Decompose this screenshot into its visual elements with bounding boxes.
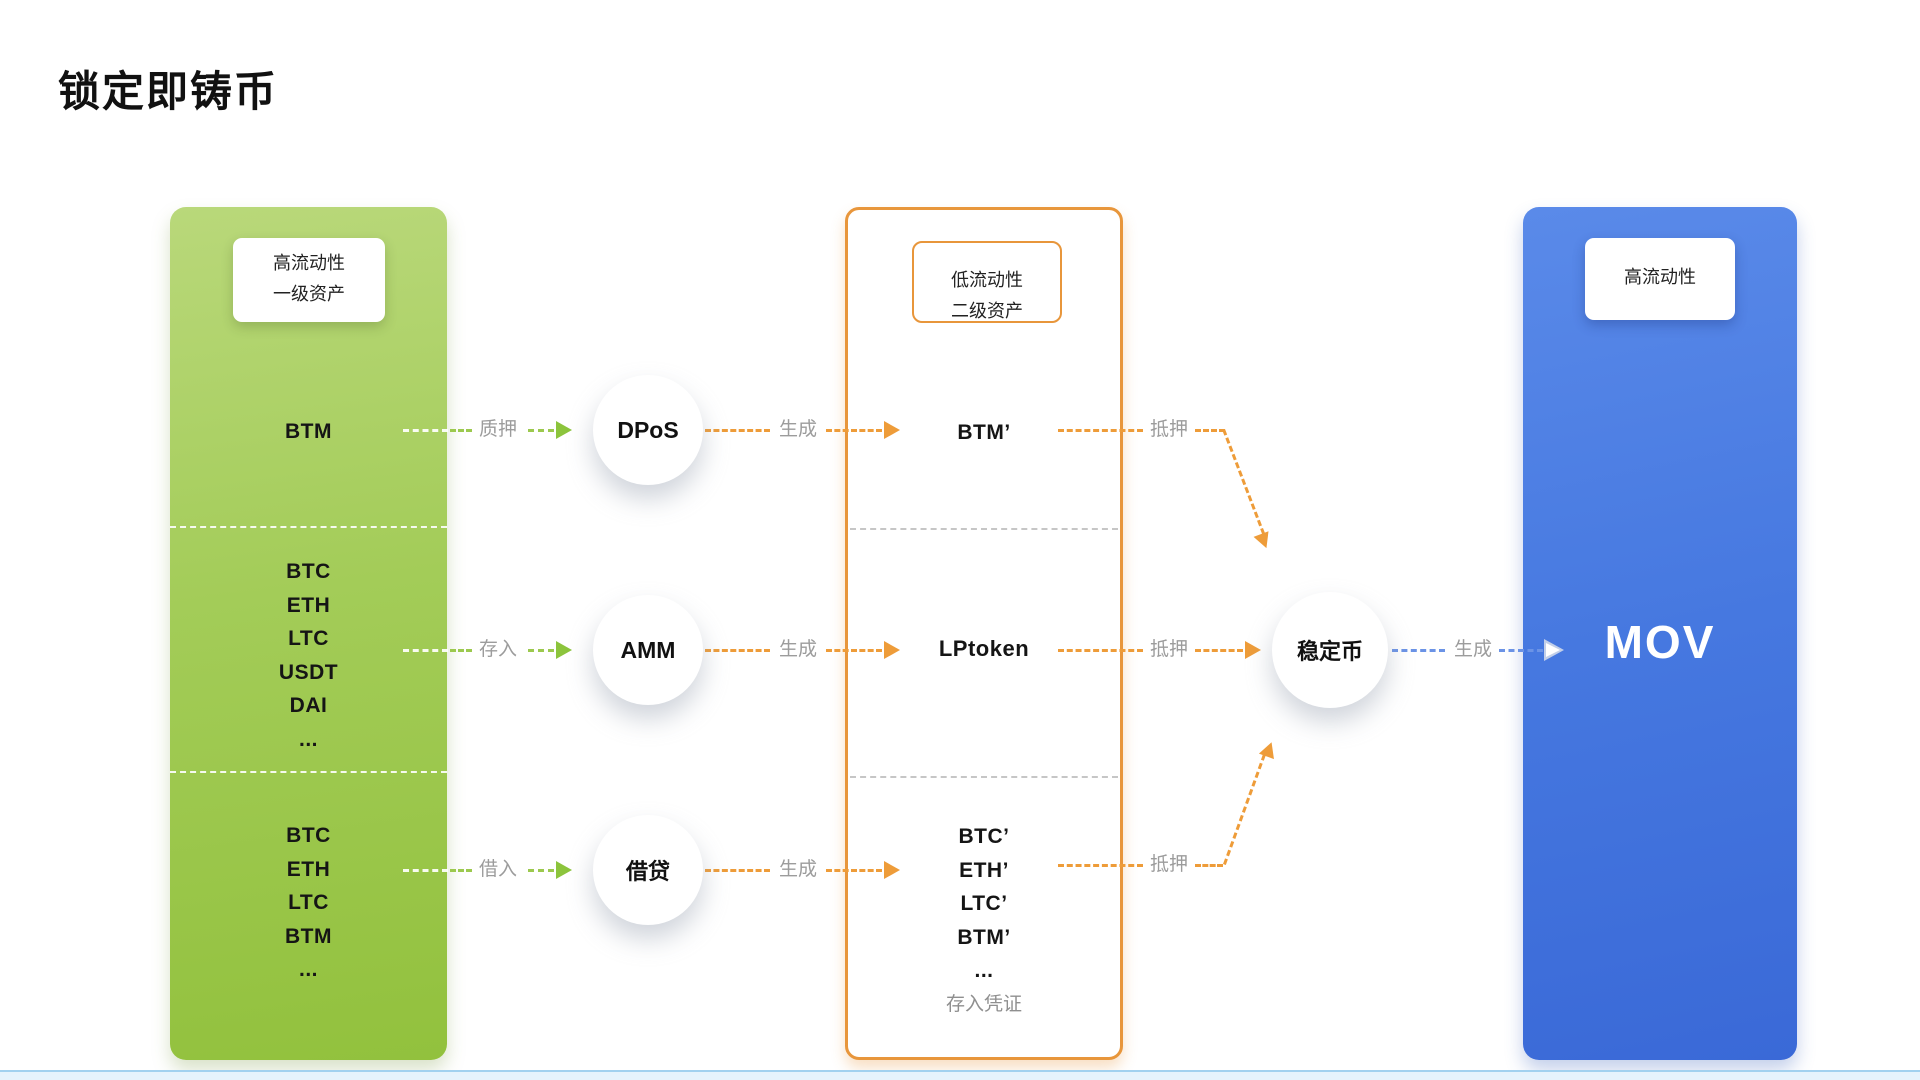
asset-item: USDT [278, 660, 339, 684]
edge-dash [1058, 864, 1143, 867]
arrowhead [1253, 531, 1274, 551]
edge-label-generate: 生成 [1453, 639, 1492, 660]
deposit-certificate-note: 存入凭证 [945, 994, 1022, 1015]
edge-label-collateralize: 抵押 [1149, 639, 1188, 660]
edge-label-generate: 生成 [778, 419, 817, 440]
primary-assets-panel: 高流动性 一级资产 BTM BTC ETH LTC USDT DAI ... B… [170, 207, 447, 1060]
asset-item: LPtoken [938, 636, 1030, 661]
asset-item: BTM’ [957, 421, 1011, 444]
arrowhead [884, 421, 900, 439]
arrowhead [884, 641, 900, 659]
node-dpos: DPoS [593, 375, 703, 485]
asset-item: ... [298, 727, 318, 751]
asset-item: ETH [286, 593, 331, 617]
edge-dash [450, 429, 472, 432]
node-lending: 借贷 [593, 815, 703, 925]
edge-label-deposit: 存入 [478, 639, 517, 660]
tag-line-2: 一级资产 [273, 284, 345, 304]
primary-section-3: BTC ETH LTC BTM ... [170, 819, 447, 987]
edge-dash [1058, 649, 1143, 652]
arrowhead [556, 641, 572, 659]
tag-line-1: 低流动性 [951, 270, 1023, 290]
edge-dash [1195, 864, 1223, 867]
edge-label-collateralize: 抵押 [1149, 419, 1188, 440]
asset-item: LTC [288, 891, 329, 914]
asset-item: BTC [286, 560, 331, 583]
edge-dash [705, 649, 770, 652]
primary-assets-tag: 高流动性 一级资产 [233, 238, 385, 322]
page-title: 锁定即铸币 [58, 68, 279, 115]
edge-dash [826, 429, 882, 432]
secondary-assets-panel: 低流动性 二级资产 BTM’ LPtoken BTC’ ETH’ LTC’ BT… [845, 207, 1123, 1060]
next-page-edge [0, 1070, 1920, 1080]
arrowhead [1245, 641, 1261, 659]
asset-item: BTC’ [958, 825, 1010, 848]
section-divider [850, 776, 1118, 778]
edge-dash [528, 429, 554, 432]
edge-dash [528, 869, 554, 872]
asset-item: BTM [285, 924, 332, 948]
asset-item: ETH’ [959, 858, 1009, 882]
asset-item: BTC [286, 824, 331, 847]
section-divider [170, 771, 447, 773]
edge-dash [403, 429, 448, 432]
asset-item: BTM [285, 420, 332, 443]
mov-tag: 高流动性 [1585, 238, 1735, 320]
asset-item: LTC [288, 627, 329, 650]
primary-section-2: BTC ETH LTC USDT DAI ... [170, 555, 447, 756]
secondary-assets-tag: 低流动性 二级资产 [912, 241, 1062, 323]
section-divider [850, 528, 1118, 530]
asset-item: ETH [286, 857, 331, 881]
edge-label-pledge: 质押 [478, 419, 517, 440]
edge-dash [403, 649, 448, 652]
arrowhead [1258, 739, 1280, 760]
arrowhead [884, 861, 900, 879]
primary-section-1: BTM [170, 415, 447, 445]
secondary-section-2: LPtoken [848, 632, 1120, 664]
edge-dash [1195, 429, 1225, 432]
asset-item: DAI [289, 694, 328, 717]
edge-dash [528, 649, 554, 652]
edge-label-generate: 生成 [778, 639, 817, 660]
edge-dash [450, 869, 472, 872]
asset-item: ... [974, 959, 994, 982]
diagonal-edge [1222, 429, 1274, 551]
tag-line-1: 高流动性 [273, 253, 345, 273]
edge-dash [826, 869, 882, 872]
hollow-arrowhead-inner [1546, 643, 1560, 657]
diagonal-edge [1223, 739, 1280, 866]
node-amm: AMM [593, 595, 703, 705]
edge-dash [450, 649, 472, 652]
edge-dash [1392, 649, 1445, 652]
tag-line-2: 二级资产 [951, 301, 1023, 321]
edge-dash [403, 869, 448, 872]
edge-label-generate: 生成 [778, 859, 817, 880]
edge-dash [826, 649, 882, 652]
tag-line-1: 高流动性 [1624, 267, 1696, 287]
arrowhead [556, 421, 572, 439]
edge-dash [705, 429, 770, 432]
edge-dash [1195, 649, 1243, 652]
secondary-section-3: BTC’ ETH’ LTC’ BTM’ ... [848, 820, 1120, 988]
edge-dash [1058, 429, 1143, 432]
asset-item: ... [298, 958, 318, 981]
edge-dash [705, 869, 770, 872]
section-divider [170, 526, 447, 528]
secondary-section-1: BTM’ [848, 416, 1120, 446]
asset-item: LTC’ [960, 892, 1008, 915]
asset-item: BTM’ [957, 925, 1011, 949]
node-stablecoin: 稳定币 [1272, 592, 1388, 708]
mov-panel: 高流动性 MOV [1523, 207, 1797, 1060]
mov-title: MOV [1604, 616, 1716, 668]
arrowhead [556, 861, 572, 879]
edge-dash [1499, 649, 1543, 652]
edge-label-collateralize: 抵押 [1149, 854, 1188, 875]
edge-label-borrow: 借入 [478, 859, 517, 880]
